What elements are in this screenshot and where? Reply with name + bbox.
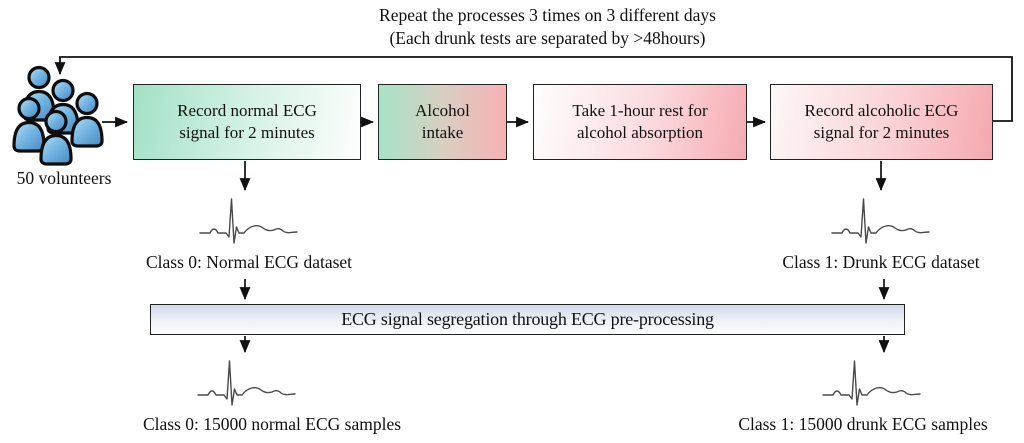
- step-record-alcoholic-ecg-line1: Record alcoholic ECG: [804, 100, 959, 120]
- normal-dataset-label: Class 0: Normal ECG dataset: [145, 252, 353, 272]
- step-rest-absorption-line1: Take 1-hour rest for: [572, 100, 708, 120]
- ecg-waveform-icon-normal-dataset: [199, 198, 298, 244]
- step-alcohol-intake-line1: Alcohol: [415, 100, 470, 120]
- step-alcohol-intake-line2: intake: [421, 123, 464, 142]
- normal-samples-label: Class 0: 15000 normal ECG samples: [142, 414, 402, 434]
- volunteers-label: 50 volunteers: [16, 168, 112, 188]
- segregation-bar: ECG signal segregation through ECG pre-p…: [150, 304, 905, 335]
- step-record-alcoholic-ecg: Record alcoholic ECG signal for 2 minute…: [770, 84, 993, 160]
- ecg-waveform-icon-drunk-dataset: [831, 198, 930, 244]
- ecg-waveform-icon-drunk-samples: [822, 360, 921, 406]
- step-record-normal-ecg: Record normal ECG signal for 2 minutes: [133, 84, 361, 160]
- step-alcohol-intake: Alcohol intake: [378, 84, 507, 160]
- volunteers-icon: [12, 65, 104, 166]
- step-rest-absorption: Take 1-hour rest for alcohol absorption: [533, 84, 747, 160]
- step-record-normal-ecg-line2: signal for 2 minutes: [179, 123, 315, 142]
- drunk-samples-label: Class 1: 15000 drunk ECG samples: [738, 414, 988, 434]
- step-rest-absorption-line2: alcohol absorption: [576, 123, 704, 142]
- drunk-dataset-label: Class 1: Drunk ECG dataset: [782, 252, 980, 272]
- repeat-caption-line1: Repeat the processes 3 times on 3 differ…: [379, 5, 716, 25]
- ecg-waveform-icon-normal-samples: [197, 360, 296, 406]
- repeat-caption-line2: (Each drunk tests are separated by >48ho…: [389, 27, 706, 48]
- step-record-normal-ecg-line1: Record normal ECG: [177, 100, 317, 120]
- repeat-caption: Repeat the processes 3 times on 3 differ…: [325, 4, 770, 50]
- step-record-alcoholic-ecg-line2: signal for 2 minutes: [813, 123, 950, 142]
